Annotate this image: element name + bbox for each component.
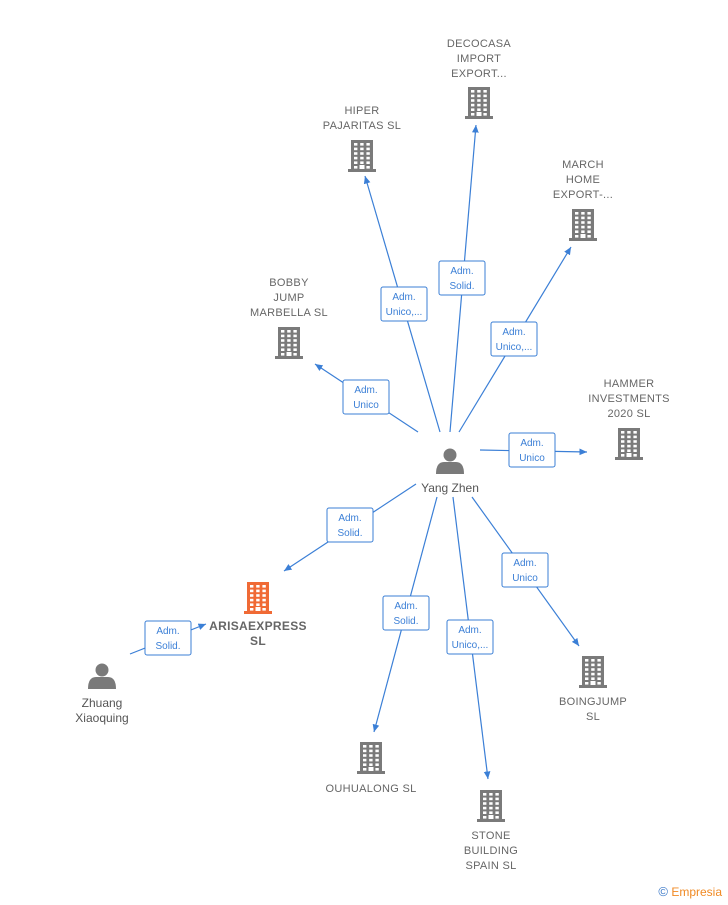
edge-label-text: Unico (353, 400, 379, 411)
node-label: HIPER (344, 105, 379, 117)
node-decocasa[interactable]: DECOCASA IMPORT EXPORT... (447, 38, 511, 119)
edge-label-text: Adm. (338, 513, 361, 524)
node-label: IMPORT (457, 53, 501, 65)
edge-label-text: Unico (519, 453, 545, 464)
node-label: EXPORT... (451, 68, 507, 80)
copyright-icon: © (658, 884, 668, 899)
node-stone[interactable]: STONE BUILDING SPAIN SL (464, 790, 518, 872)
edge-label-zhuang-arisa[interactable]: Adm. Solid. (144, 620, 192, 656)
node-ouhualong[interactable]: OUHUALONG SL (325, 742, 416, 795)
node-label: EXPORT-... (553, 189, 613, 201)
edge-label-box (501, 552, 549, 588)
node-label: Zhuang (82, 696, 123, 710)
node-label: DECOCASA (447, 38, 511, 50)
node-label: STONE (471, 830, 510, 842)
edge-label-text: Unico,... (496, 342, 533, 353)
building-icon (477, 790, 505, 822)
node-label: MARBELLA SL (250, 307, 328, 319)
building-icon (579, 656, 607, 688)
edge-label-yang-stone[interactable]: Adm. Unico,... (446, 619, 494, 655)
edge-label-yang-arisa[interactable]: Adm. Solid. (326, 507, 374, 543)
node-label: JUMP (273, 292, 304, 304)
node-label: 2020 SL (607, 408, 650, 420)
edge-label-text: Adm. (156, 626, 179, 637)
edge-label-text: Solid. (155, 641, 180, 652)
building-icon (348, 140, 376, 172)
edge-label-text: Adm. (502, 327, 525, 338)
edge-label-box (342, 379, 390, 415)
edge-label-box (490, 321, 538, 357)
edge-label-yang-bobby[interactable]: Adm. Unico (342, 379, 390, 415)
node-hiper[interactable]: HIPER PAJARITAS SL (323, 105, 401, 172)
edge-label-box (326, 507, 374, 543)
edge-label-text: Solid. (337, 528, 362, 539)
edge-label-text: Unico,... (386, 307, 423, 318)
edge-label-text: Solid. (449, 281, 474, 292)
node-label: HAMMER (604, 378, 655, 390)
building-icon (465, 87, 493, 119)
node-march[interactable]: MARCH HOME EXPORT-... (553, 159, 613, 241)
building-icon (244, 582, 272, 614)
watermark-text: Empresia (671, 885, 722, 899)
node-yang[interactable]: Yang Zhen (421, 448, 479, 496)
building-icon (615, 428, 643, 460)
edge-label-text: Adm. (394, 601, 417, 612)
edge-label-text: Solid. (393, 616, 418, 627)
node-label: BOBBY (269, 277, 309, 289)
node-label: SPAIN SL (465, 860, 516, 872)
node-boingjump[interactable]: BOINGJUMP SL (559, 656, 627, 723)
node-label: MARCH (562, 159, 604, 171)
edge-label-text: Unico,... (452, 640, 489, 651)
edge-label-yang-march[interactable]: Adm. Unico,... (490, 321, 538, 357)
edge-label-box (144, 620, 192, 656)
node-label: ARISAEXPRESS (209, 619, 307, 633)
node-label: SL (586, 711, 600, 723)
node-label: OUHUALONG SL (325, 783, 416, 795)
edge-label-box (380, 286, 428, 322)
node-label: BUILDING (464, 845, 518, 857)
edge-label-text: Adm. (450, 266, 473, 277)
watermark: © Empresia (658, 884, 722, 899)
node-label: SL (250, 634, 266, 648)
edge-label-box (382, 595, 430, 631)
node-label: Yang Zhen (421, 481, 479, 495)
person-icon (436, 448, 464, 474)
edge-label-yang-ouhualong[interactable]: Adm. Solid. (382, 595, 430, 631)
edge-label-text: Adm. (513, 558, 536, 569)
edge-label-box (508, 432, 556, 468)
edge-labels-layer: Adm.Solid.Adm.Unico,...Adm.Unico,...Adm.… (144, 260, 556, 656)
edge-label-text: Adm. (520, 438, 543, 449)
node-label: HOME (566, 174, 600, 186)
building-icon (275, 327, 303, 359)
edge-label-yang-hiper[interactable]: Adm. Unico,... (380, 286, 428, 322)
person-icon (88, 663, 116, 689)
edge-label-yang-hammer[interactable]: Adm. Unico (508, 432, 556, 468)
nodes-layer: Yang ZhenZhuangXiaoquingARISAEXPRESSSLDE… (75, 38, 669, 872)
node-label: Xiaoquing (75, 711, 128, 725)
edge-label-text: Adm. (458, 625, 481, 636)
node-label: PAJARITAS SL (323, 120, 401, 132)
edge-label-box (438, 260, 486, 296)
edge-label-yang-decocasa[interactable]: Adm. Solid. (438, 260, 486, 296)
edge-label-text: Unico (512, 573, 538, 584)
edge-label-box (446, 619, 494, 655)
building-icon (357, 742, 385, 774)
edge-label-yang-boingjump[interactable]: Adm. Unico (501, 552, 549, 588)
building-icon (569, 209, 597, 241)
node-hammer[interactable]: HAMMER INVESTMENTS 2020 SL (588, 378, 670, 460)
edge-label-text: Adm. (392, 292, 415, 303)
edge-label-text: Adm. (354, 385, 377, 396)
node-label: INVESTMENTS (588, 393, 670, 405)
node-bobby[interactable]: BOBBY JUMP MARBELLA SL (250, 277, 328, 359)
node-label: BOINGJUMP (559, 696, 627, 708)
